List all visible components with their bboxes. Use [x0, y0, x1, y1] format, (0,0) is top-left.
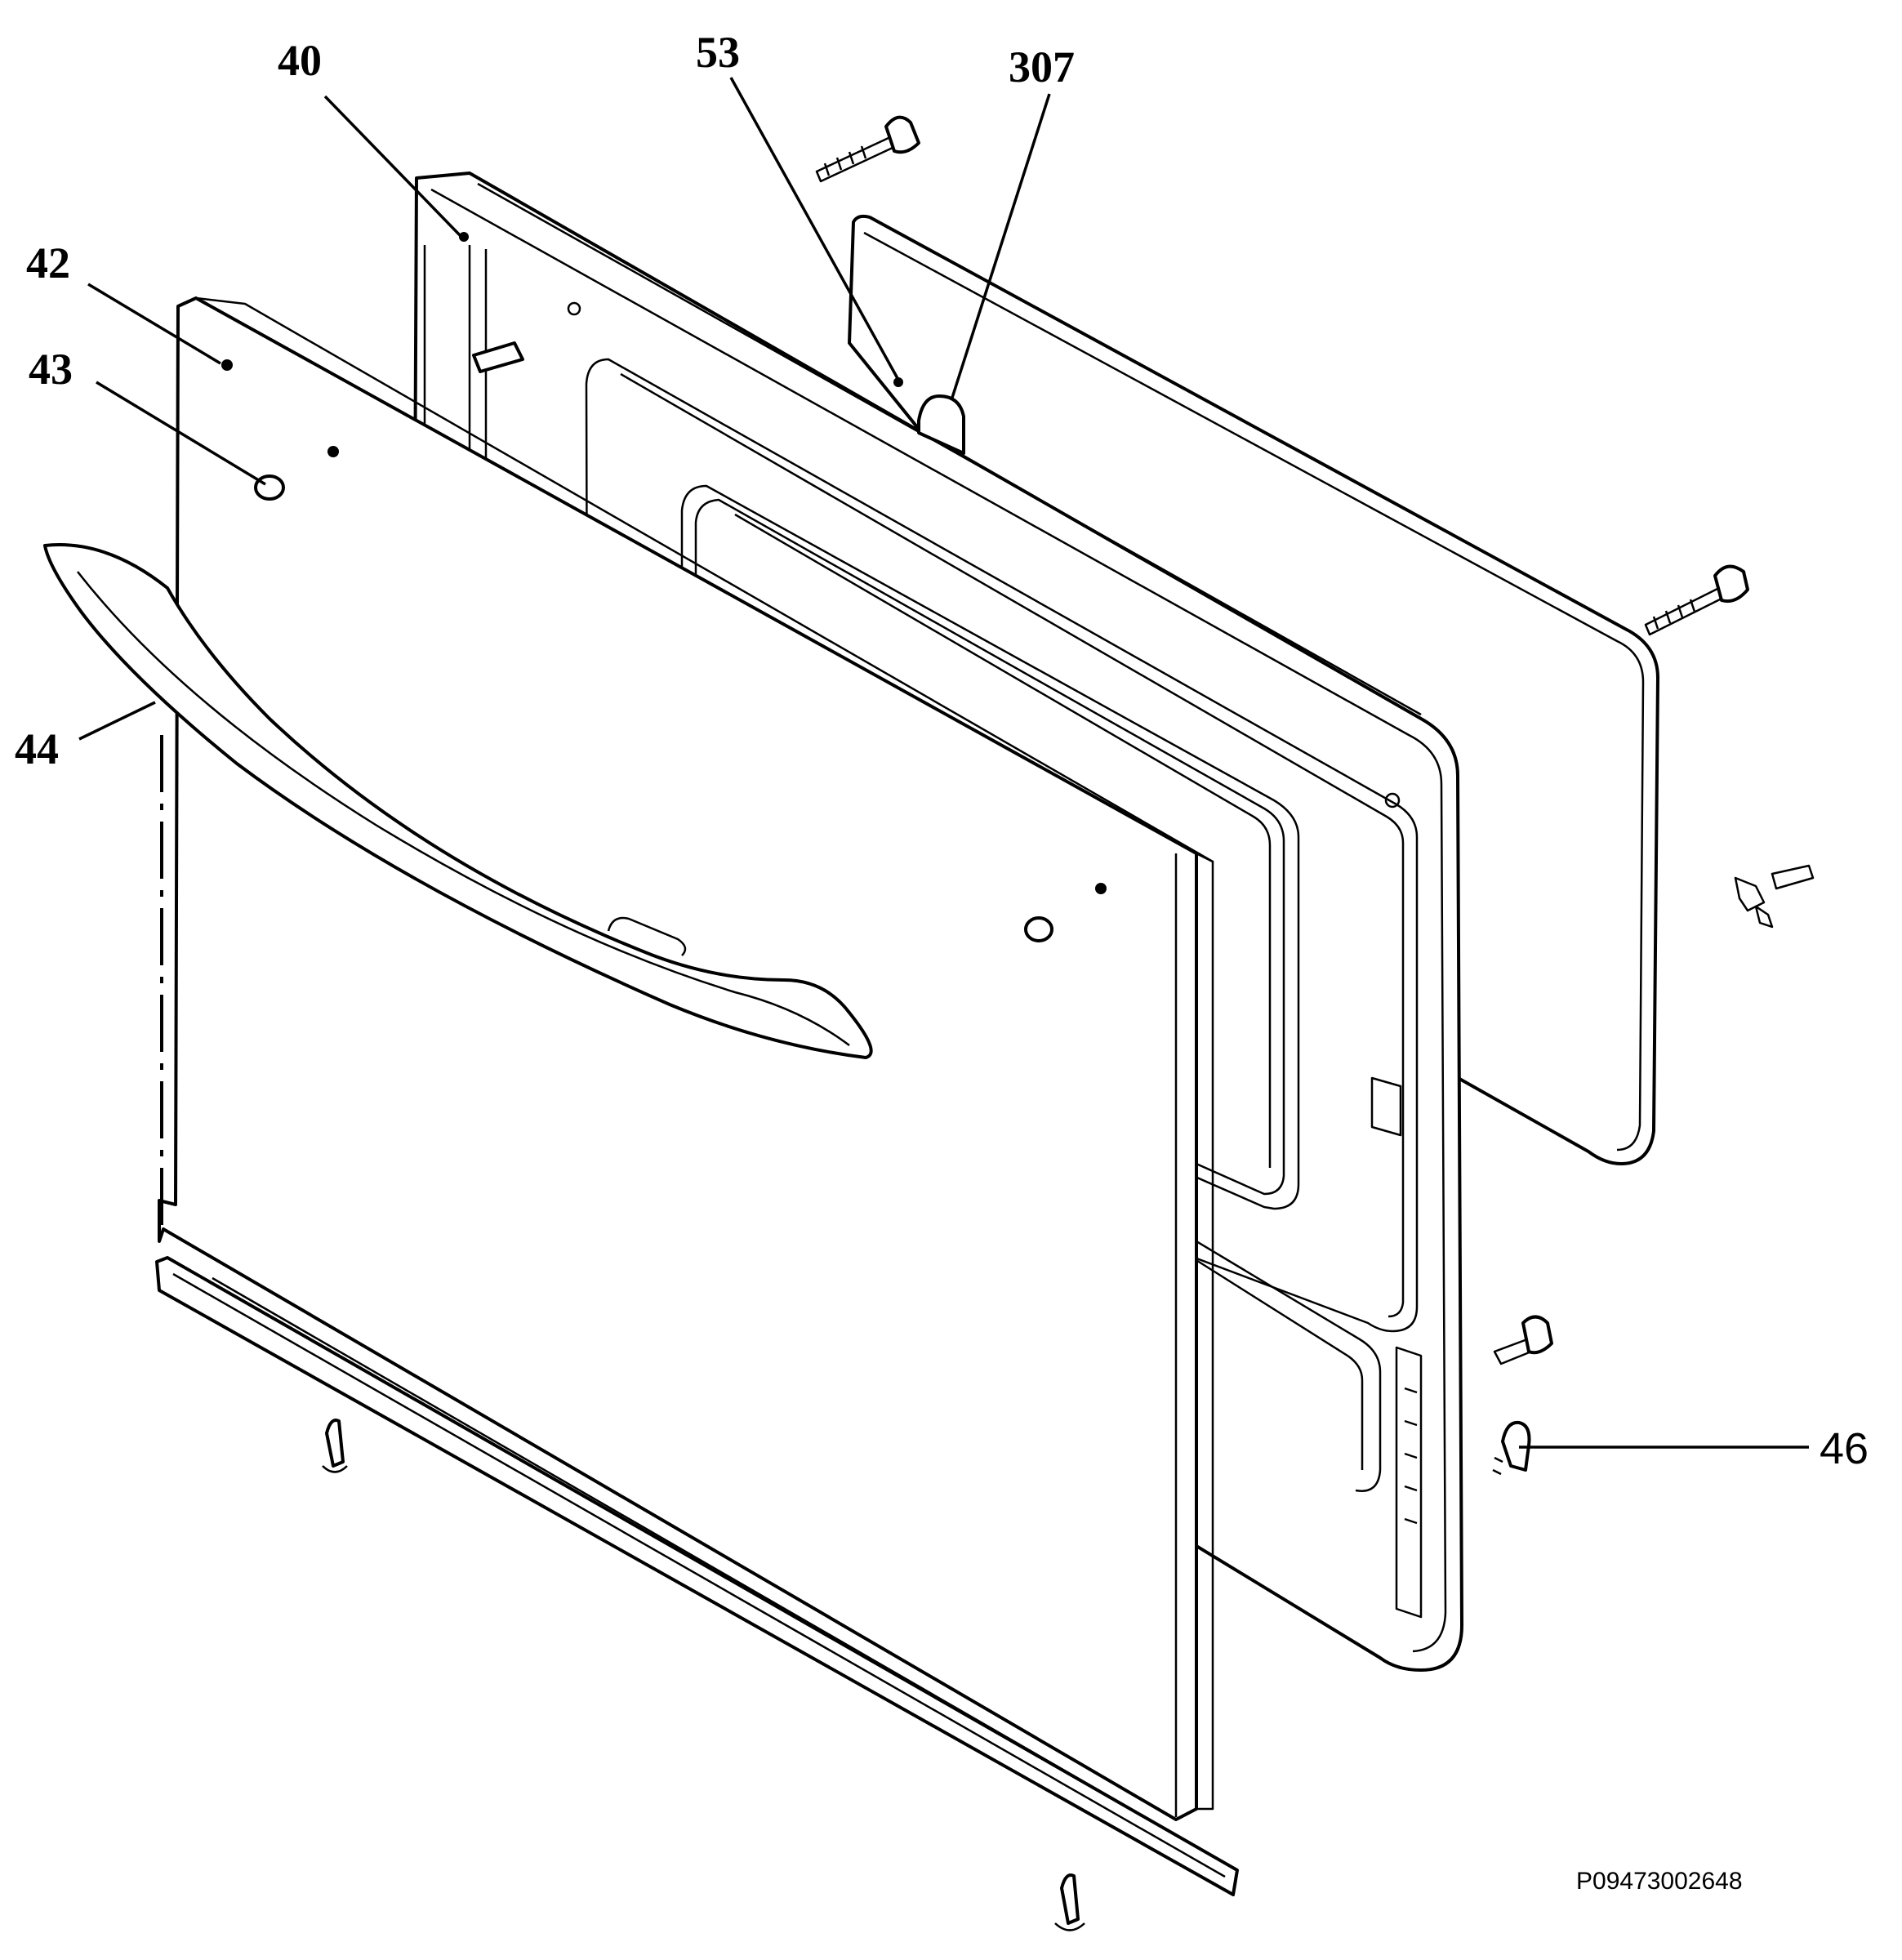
- callout-43: 43: [29, 345, 73, 394]
- clip-right: [1734, 864, 1815, 929]
- screw-bottom-left: [322, 1419, 348, 1473]
- screw-top: [815, 115, 920, 183]
- callout-44: 44: [15, 724, 59, 773]
- bottom-trim-strip: [155, 1256, 1239, 1896]
- callout-40: 40: [278, 36, 322, 85]
- front-glass-panel: [158, 296, 1214, 1821]
- door-handle: [43, 543, 873, 1059]
- screw-right-upper: [1644, 564, 1749, 636]
- screw-bottom-center: [1054, 1873, 1085, 1931]
- callout-46: 46: [1820, 1424, 1869, 1473]
- screw-right-lower: [1493, 1315, 1553, 1365]
- callout-labels: 40 53 307 42 43 44 46 P09473002648: [15, 28, 1869, 1895]
- callout-42: 42: [26, 238, 70, 287]
- callout-307: 307: [1009, 42, 1075, 91]
- hinge-pin-46: [1492, 1420, 1531, 1476]
- drawing-code: P09473002648: [1576, 1868, 1743, 1895]
- leader-lines: [78, 77, 1809, 1449]
- callout-53: 53: [696, 28, 740, 77]
